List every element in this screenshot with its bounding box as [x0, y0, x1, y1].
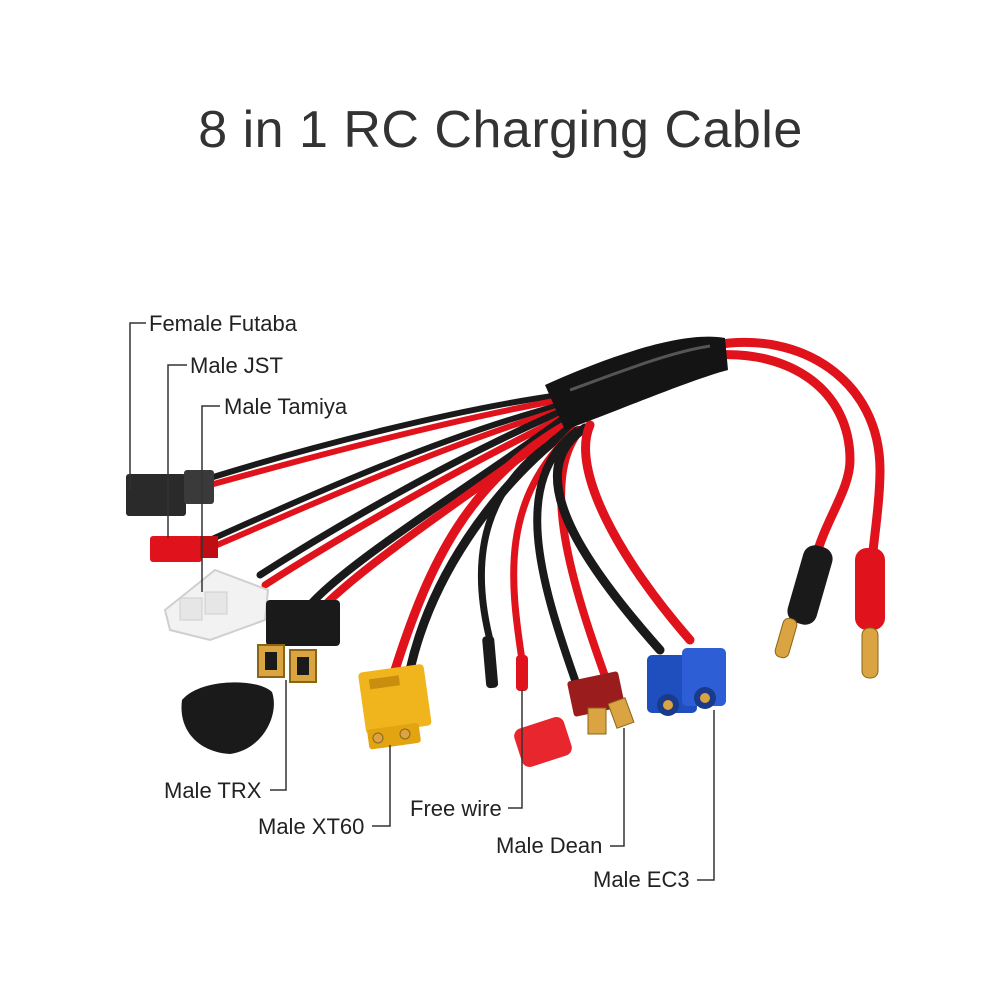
label-free-wire: Free wire [410, 796, 502, 821]
leader-lines [129, 322, 715, 881]
free-wire-ends [482, 635, 528, 691]
banana-plug-red [855, 548, 885, 679]
label-male-trx: Male TRX [164, 778, 262, 803]
wire-bundle [207, 337, 885, 694]
xt60-connector [358, 664, 432, 750]
jst-connector [150, 536, 218, 562]
label-male-jst: Male JST [190, 353, 283, 378]
futaba-connector [126, 470, 214, 516]
label-male-dean: Male Dean [496, 833, 603, 858]
ec3-connector [647, 648, 726, 716]
red-cap [514, 717, 572, 767]
label-male-xt60: Male XT60 [258, 814, 365, 839]
junction-sleeve [545, 336, 728, 430]
black-cap [181, 682, 274, 754]
tamiya-connector [163, 568, 270, 642]
label-male-tamiya: Male Tamiya [224, 394, 348, 419]
label-female-futaba: Female Futaba [149, 311, 297, 336]
page-title: 8 in 1 RC Charging Cable [198, 101, 803, 159]
banana-plug-black [774, 545, 833, 659]
label-male-ec3: Male EC3 [593, 867, 690, 892]
dean-connector [567, 671, 635, 735]
trx-connector [257, 600, 340, 683]
